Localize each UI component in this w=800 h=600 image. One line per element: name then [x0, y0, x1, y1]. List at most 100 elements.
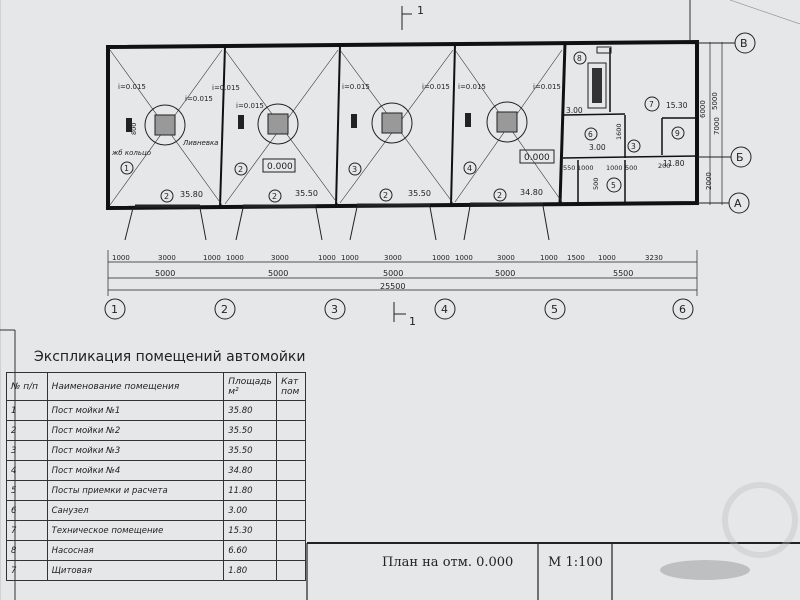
dim-row1-13: 1000 [598, 254, 616, 262]
dim-small-7: 800 [130, 123, 138, 135]
blurred-stamp [660, 482, 798, 580]
row-cat [276, 440, 306, 461]
bay-area-2: 35.50 [295, 189, 318, 198]
dim-row1-6: 1000 [341, 254, 359, 262]
row-area: 35.80 [223, 400, 278, 421]
dim-right-2: 2000 [705, 172, 713, 190]
dim-row1-3: 1000 [226, 254, 244, 262]
bay-area-4: 34.80 [520, 188, 543, 197]
row-num: 2 [6, 420, 48, 441]
row-name: Пост мойки №1 [46, 400, 225, 421]
section-mark-bottom-label: 1 [409, 315, 416, 328]
explication-header-row: № п/п Наименование помещения Площадь м² … [6, 372, 306, 401]
bay-room-4: 2 [497, 191, 502, 200]
row-name: Насосная [46, 540, 225, 561]
dim-small-2: 1000 [606, 164, 623, 172]
dim-small-1: 1000 [577, 164, 594, 172]
explication-table: № п/п Наименование помещения Площадь м² … [6, 372, 306, 581]
row-name: Санузел [46, 500, 225, 521]
axis-bubbles-numbers [104, 298, 694, 320]
dim-row2-3: 5000 [495, 269, 515, 278]
svg-text:i=0.015: i=0.015 [533, 83, 561, 91]
aux-room-8-area: 3.00 [566, 106, 583, 115]
dim-small-6: 200 [658, 162, 670, 170]
row-name: Щитовая [46, 560, 225, 581]
dimension-lines [107, 42, 723, 296]
bay-number-3: 3 [352, 165, 357, 174]
dim-right-3: 6000 [699, 100, 707, 118]
dim-row1-5: 1000 [318, 254, 336, 262]
drain-note: Ливневка [182, 139, 218, 147]
drain-grates [144, 101, 528, 146]
dim-row1-8: 1000 [432, 254, 450, 262]
row-cat [276, 560, 306, 581]
axis-1: 1 [111, 303, 118, 316]
row-name: Пост мойки №4 [46, 460, 225, 481]
row-num: 7 [6, 520, 48, 541]
aux-room-5-area: 11.80 [663, 159, 685, 168]
row-area: 35.50 [223, 420, 278, 441]
axis-b: Б [736, 151, 744, 164]
svg-text:i=0.015: i=0.015 [236, 102, 264, 110]
row-name: Пост мойки №2 [46, 420, 225, 441]
axis-6: 6 [679, 303, 686, 316]
svg-text:i=0.015: i=0.015 [342, 83, 370, 91]
title-block-scale: М 1:100 [548, 555, 603, 570]
row-cat [276, 540, 306, 561]
row-cat [276, 420, 306, 441]
row-num: 3 [6, 440, 48, 461]
axis-v: В [740, 37, 748, 50]
row-area: 34.80 [223, 460, 278, 481]
aux-room-6: 6 [588, 130, 593, 139]
axis-4: 4 [441, 303, 448, 316]
header-name: Наименование помещения [46, 372, 225, 401]
axis-a: А [734, 197, 742, 210]
row-cat [276, 480, 306, 501]
bay-room-2: 2 [272, 192, 277, 201]
dim-row1-11: 1000 [540, 254, 558, 262]
dim-row1-7: 3000 [384, 254, 402, 262]
dim-small-3: 500 [625, 164, 637, 172]
dim-small-5: 1600 [615, 123, 623, 140]
section-mark-bottom [393, 302, 406, 322]
bay-room-1: 2 [164, 192, 169, 201]
dim-row2-2: 5000 [383, 269, 403, 278]
pump-equipment [587, 46, 612, 109]
dim-row1-1: 3000 [158, 254, 176, 262]
row-num: 8 [6, 540, 48, 561]
dim-row1-14: 3230 [645, 254, 663, 262]
aux-room-7-area: 15.30 [666, 101, 688, 110]
row-area: 1.80 [223, 560, 278, 581]
row-area: 35.50 [223, 440, 278, 461]
bay-number-4: 4 [467, 164, 472, 173]
title-block-plan-name: План на отм. 0.000 [382, 555, 514, 570]
bay-number-1: 1 [124, 164, 129, 173]
row-name: Техническое помещение [46, 520, 225, 541]
aux-room-7: 7 [649, 100, 654, 109]
section-mark-top-label: 1 [417, 4, 424, 17]
aux-room-9: 9 [675, 129, 680, 138]
row-area: 3.00 [223, 500, 278, 521]
row-area: 6.60 [223, 540, 278, 561]
ring-note: жб кольцо [111, 149, 151, 157]
header-cat: Кат пом [276, 372, 306, 401]
explication-title: Экспликация помещений автомойки [34, 349, 306, 365]
dim-total: 25500 [380, 282, 405, 291]
bay-area-1: 35.80 [180, 190, 203, 199]
dim-row1-9: 1000 [455, 254, 473, 262]
row-num: 1 [6, 400, 48, 421]
dim-row1-12: 1500 [567, 254, 585, 262]
dim-row2-0: 5000 [155, 269, 175, 278]
bay-number-2: 2 [238, 165, 243, 174]
dim-row1-10: 3000 [497, 254, 515, 262]
washer-equipment-icons [126, 113, 471, 132]
dim-row1-0: 1000 [112, 254, 130, 262]
windows-bottom [124, 202, 550, 241]
